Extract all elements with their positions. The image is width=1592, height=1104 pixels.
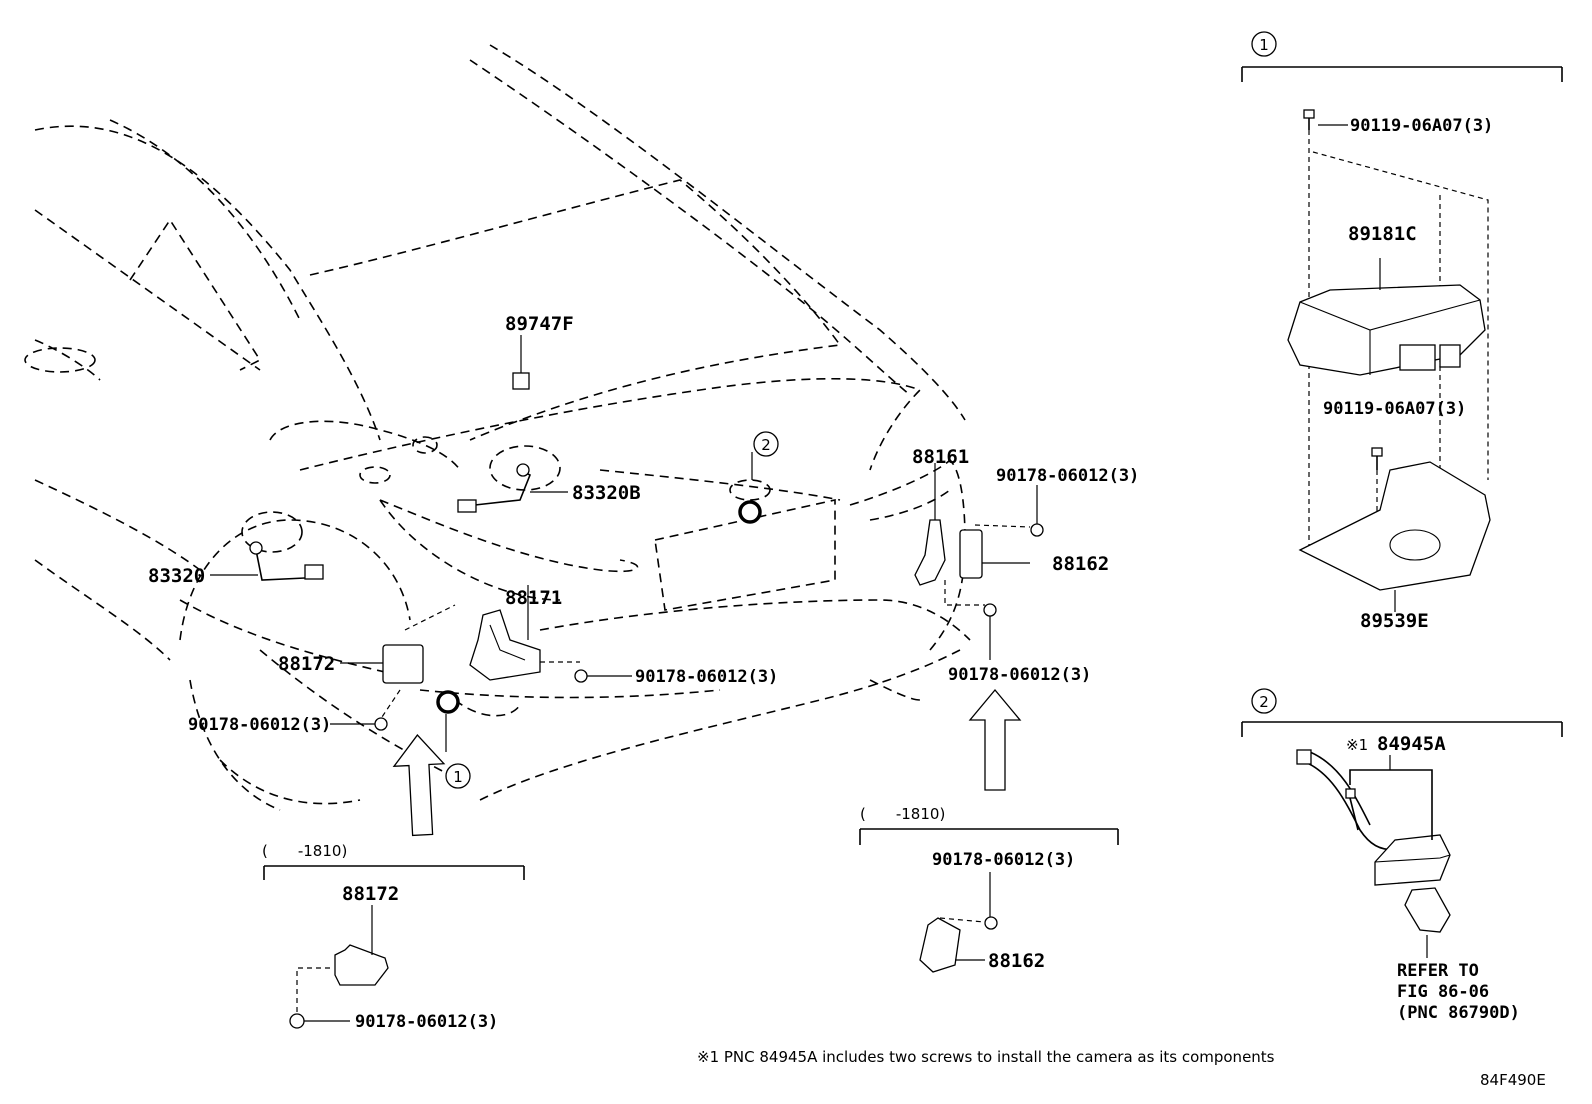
label-bolt-lower-right: 90178-06012(3) [948, 665, 1091, 685]
svg-text:1: 1 [453, 768, 463, 786]
callout-2-detail-header: 2 [1251, 688, 1277, 714]
detail1-module-label: 89181C [1348, 223, 1417, 245]
variant-right-range: ( -1810) [860, 805, 945, 823]
sensor-83320-part [210, 511, 324, 581]
label-83320: 83320 [148, 565, 205, 587]
variant-left-part-label: 88172 [342, 883, 399, 905]
variant-left-bracket [263, 865, 525, 880]
bracket-88171-part [469, 585, 541, 681]
detail1-bracket-label: 89539E [1360, 610, 1429, 632]
clip-89747F-part [512, 335, 530, 390]
figure-code: 84F490E [1480, 1071, 1546, 1089]
variant-left-bolt-label: 90178-06012(3) [355, 1012, 498, 1032]
view-arrow-left [392, 734, 446, 837]
detail1-bracket-line [1241, 66, 1563, 82]
sensor-83320B-part [457, 445, 568, 513]
label-88171: 88171 [505, 587, 562, 609]
variant-left-range: ( -1810) [262, 842, 347, 860]
callout-2-main: 2 [753, 431, 779, 457]
label-88172: 88172 [278, 653, 335, 675]
detail1-screw-top-label: 90119-06A07(3) [1350, 116, 1493, 136]
camera-location-marker [729, 452, 771, 524]
variant-right-part-label: 88162 [988, 950, 1045, 972]
svg-text:2: 2 [1259, 693, 1269, 711]
label-83320B: 83320B [572, 482, 641, 504]
footnote: ※1 PNC 84945A includes two screws to ins… [697, 1048, 1275, 1066]
variant-right-parts [919, 872, 998, 973]
nut-left [330, 717, 388, 731]
detail2-note-mark: ※1 [1346, 736, 1368, 754]
view-arrow-right [968, 688, 1022, 791]
detail2-bracket-line [1241, 721, 1563, 737]
car-body-outline [24, 44, 971, 811]
module-location-marker [436, 690, 460, 752]
detail1-parts [1287, 109, 1491, 612]
sensor-88162-part [944, 524, 1031, 606]
svg-text:1: 1 [1259, 36, 1269, 54]
nut-right-top [1030, 485, 1044, 537]
nut-right-lower [983, 603, 997, 660]
callout-1-detail-header: 1 [1251, 31, 1277, 57]
label-89747F: 89747F [505, 313, 574, 335]
detail2-refer-line2: FIG 86-06 [1397, 982, 1489, 1002]
label-bolt-center: 90178-06012(3) [635, 667, 778, 687]
variant-left-parts [289, 905, 389, 1029]
detail2-camera-label: 84945A [1377, 733, 1446, 755]
detail2-refer-line1: REFER TO [1397, 961, 1479, 981]
detail1-screw-mid-label: 90119-06A07(3) [1323, 399, 1466, 419]
label-88161: 88161 [912, 446, 969, 468]
variant-right-bolt-label: 90178-06012(3) [932, 850, 1075, 870]
detail2-refer-line3: (PNC 86790D) [1397, 1003, 1520, 1023]
sensor-88172-part [340, 604, 456, 721]
label-bolt-top-right: 90178-06012(3) [996, 466, 1139, 486]
nut-center [540, 661, 632, 683]
label-bolt-left: 90178-06012(3) [188, 715, 331, 735]
variant-right-bracket [859, 828, 1119, 845]
bracket-88161-part [914, 463, 946, 586]
svg-text:2: 2 [761, 436, 771, 454]
detail2-parts [1296, 749, 1451, 958]
callout-1-main: 1 [445, 763, 471, 789]
label-88162: 88162 [1052, 553, 1109, 575]
